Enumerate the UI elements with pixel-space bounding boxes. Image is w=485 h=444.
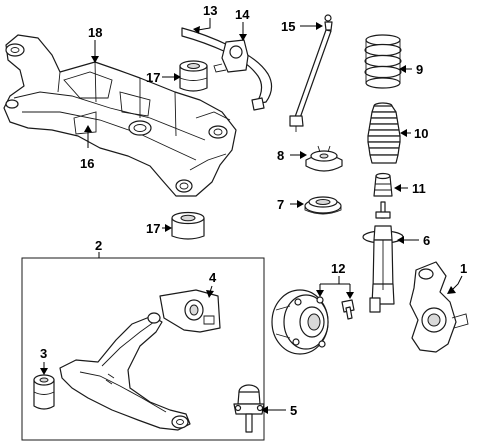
callout-1: 1 [460, 261, 467, 276]
ball-joint [233, 384, 265, 433]
control-arm-front-bushing [33, 374, 55, 410]
callout-14: 14 [235, 7, 250, 22]
callout-11: 11 [412, 181, 426, 196]
callout-16: 16 [80, 156, 94, 171]
callout-6: 6 [423, 233, 430, 248]
steering-knuckle [409, 261, 469, 353]
callout-13: 13 [203, 3, 217, 18]
callout-8: 8 [277, 148, 284, 163]
callout-18: 18 [88, 25, 102, 40]
callout-9: 9 [416, 62, 423, 77]
stabilizer-link [289, 14, 333, 132]
callout-17-upper: 17 [146, 70, 160, 85]
stabilizer-bushing [213, 39, 249, 73]
strut-bearing [304, 196, 342, 215]
lower-control-arm [59, 312, 191, 431]
control-arm-rear-bushing [159, 289, 221, 333]
callout-10: 10 [414, 126, 428, 141]
callout-7: 7 [277, 197, 284, 212]
callout-3: 3 [40, 346, 47, 361]
bump-stop [373, 172, 393, 197]
callout-15: 15 [281, 19, 295, 34]
strut-mount [305, 145, 343, 172]
callout-2: 2 [95, 238, 102, 253]
dust-boot [367, 102, 401, 164]
leader-lines [40, 18, 463, 414]
callout-17-lower: 17 [146, 221, 160, 236]
wheel-hub [271, 289, 329, 355]
callout-12: 12 [331, 261, 345, 276]
callout-5: 5 [290, 403, 297, 418]
hub-bolt [341, 299, 355, 320]
engine-mount-upper [179, 60, 208, 92]
subframe [3, 34, 237, 197]
coil-spring [364, 34, 402, 89]
control-arm-group-frame [21, 257, 265, 441]
callout-4: 4 [209, 270, 217, 285]
engine-mount-lower [171, 211, 205, 240]
strut-assembly [362, 201, 404, 313]
